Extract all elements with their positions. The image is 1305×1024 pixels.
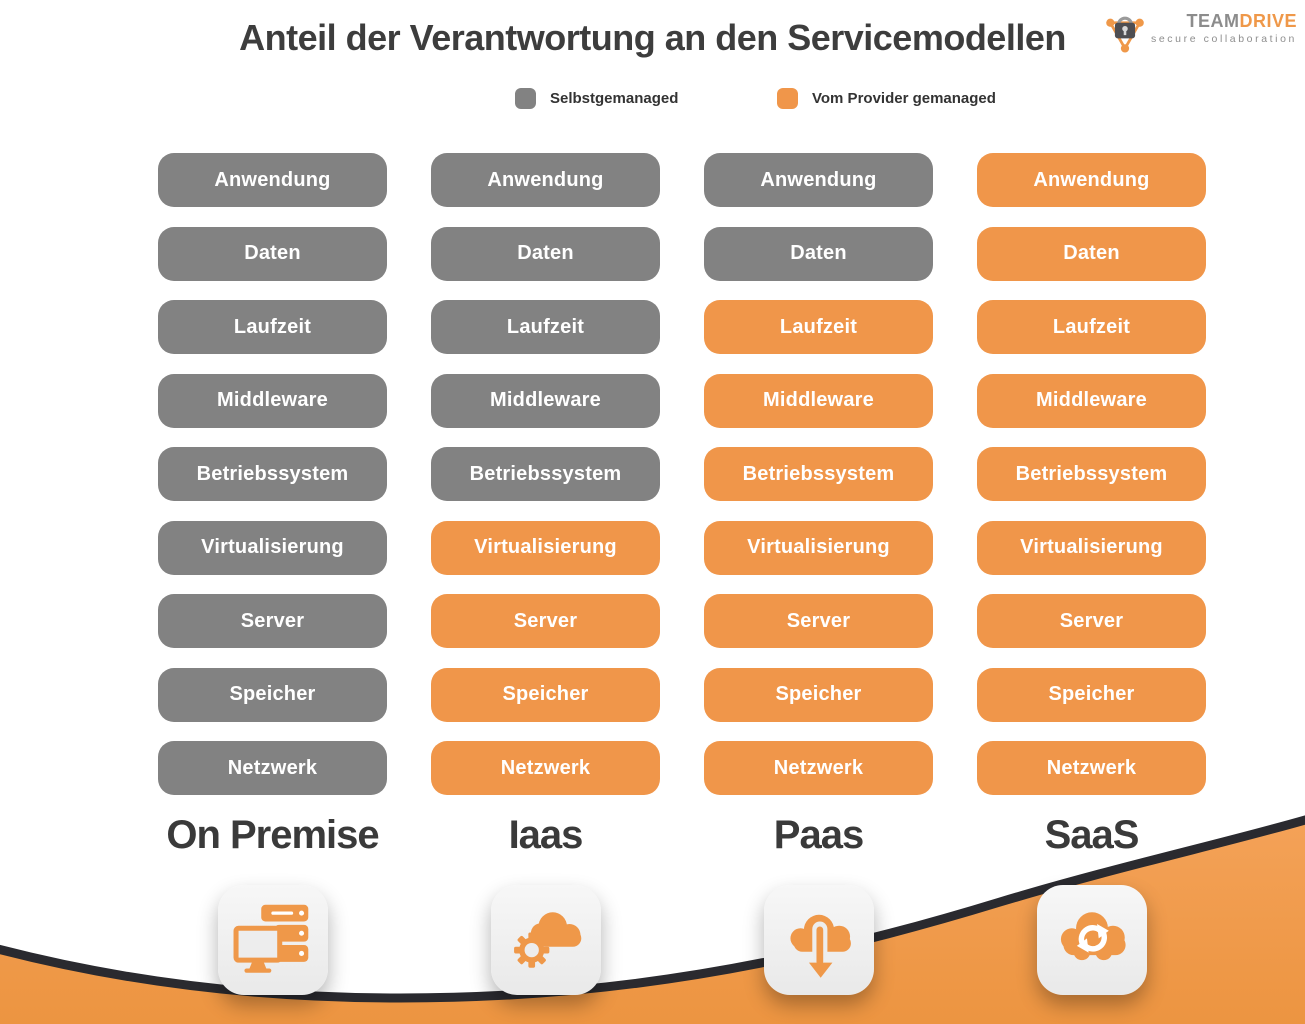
layer-pill-anwendung-iaas: Anwendung — [431, 153, 660, 207]
layer-pill-betriebssystem-iaas: Betriebssystem — [431, 447, 660, 501]
cloud-download-icon — [789, 914, 851, 978]
legend-label-self: Selbstgemanaged — [550, 89, 679, 107]
page-title: Anteil der Verantwortung an den Servicem… — [239, 17, 1066, 58]
layer-pill-anwendung-paas: Anwendung — [704, 153, 933, 207]
layer-pill-middleware-saas: Middleware — [977, 373, 1206, 428]
layer-pill-anwendung-saas: Anwendung — [977, 153, 1206, 207]
layer-pill-daten-saas: Daten — [977, 226, 1206, 281]
onpremise-server-icon — [233, 904, 308, 973]
layer-pill-virtualisierung-iaas: Virtualisierung — [431, 520, 660, 575]
iaas-tile — [490, 885, 601, 995]
layer-pill-laufzeit-paas: Laufzeit — [704, 300, 933, 354]
cloud-gear-icon — [513, 912, 581, 968]
cloud-sync-icon — [1060, 912, 1126, 961]
layer-pill-speicher-paas: Speicher — [704, 667, 933, 722]
column-label-paas: Paas — [773, 813, 864, 857]
layer-pill-virtualisierung-paas: Virtualisierung — [704, 520, 933, 575]
layer-pill-betriebssystem-on-premise: Betriebssystem — [158, 447, 387, 501]
layer-pill-speicher-on-premise: Speicher — [158, 667, 387, 722]
legend-item-provider-managed: Vom Provider gemanaged — [777, 86, 996, 110]
layer-pill-middleware-paas: Middleware — [704, 373, 933, 428]
teamdrive-lock-triangle-icon — [1106, 16, 1144, 53]
layer-pill-server-iaas: Server — [431, 594, 660, 648]
column-label-on-premise: On Premise — [166, 813, 379, 857]
layer-pill-netzwerk-iaas: Netzwerk — [431, 741, 660, 795]
layer-pill-daten-iaas: Daten — [431, 226, 660, 281]
logo-wordmark: TeamDrive — [1186, 5, 1297, 33]
legend-item-self-managed: Selbstgemanaged — [515, 86, 678, 110]
layer-pill-daten-paas: Daten — [704, 226, 933, 281]
layer-pill-laufzeit-iaas: Laufzeit — [431, 300, 660, 354]
layer-pill-server-paas: Server — [704, 594, 933, 648]
layer-pill-server-saas: Server — [977, 594, 1206, 648]
layer-pill-betriebssystem-saas: Betriebssystem — [977, 447, 1206, 501]
on-premise-tile — [217, 885, 328, 995]
layer-pill-daten-on-premise: Daten — [158, 226, 387, 281]
legend-label-provider: Vom Provider gemanaged — [812, 89, 996, 107]
saas-tile — [1036, 885, 1147, 995]
teamdrive-logo: TeamDrive secure collaboration — [1103, 6, 1297, 54]
layer-pill-server-on-premise: Server — [158, 594, 387, 648]
layer-pill-laufzeit-on-premise: Laufzeit — [158, 300, 387, 354]
layer-pill-netzwerk-saas: Netzwerk — [977, 741, 1206, 795]
layer-pill-speicher-iaas: Speicher — [431, 667, 660, 722]
paas-tile — [763, 885, 874, 995]
layer-pill-betriebssystem-paas: Betriebssystem — [704, 447, 933, 501]
layer-pill-netzwerk-on-premise: Netzwerk — [158, 741, 387, 795]
layer-pill-speicher-saas: Speicher — [977, 667, 1206, 722]
logo-tagline: secure collaboration — [1151, 33, 1297, 45]
layer-pill-laufzeit-saas: Laufzeit — [977, 300, 1206, 354]
layer-pill-netzwerk-paas: Netzwerk — [704, 741, 933, 795]
legend-swatch-gray — [515, 87, 536, 109]
layer-pill-virtualisierung-saas: Virtualisierung — [977, 520, 1206, 575]
column-label-saas: SaaS — [1044, 813, 1140, 857]
layer-pill-middleware-iaas: Middleware — [431, 373, 660, 428]
layer-pill-virtualisierung-on-premise: Virtualisierung — [158, 520, 387, 575]
legend-swatch-orange — [777, 87, 798, 109]
layer-pill-anwendung-on-premise: Anwendung — [158, 153, 387, 207]
column-label-iaas: Iaas — [508, 813, 584, 857]
layer-pill-middleware-on-premise: Middleware — [158, 373, 387, 428]
